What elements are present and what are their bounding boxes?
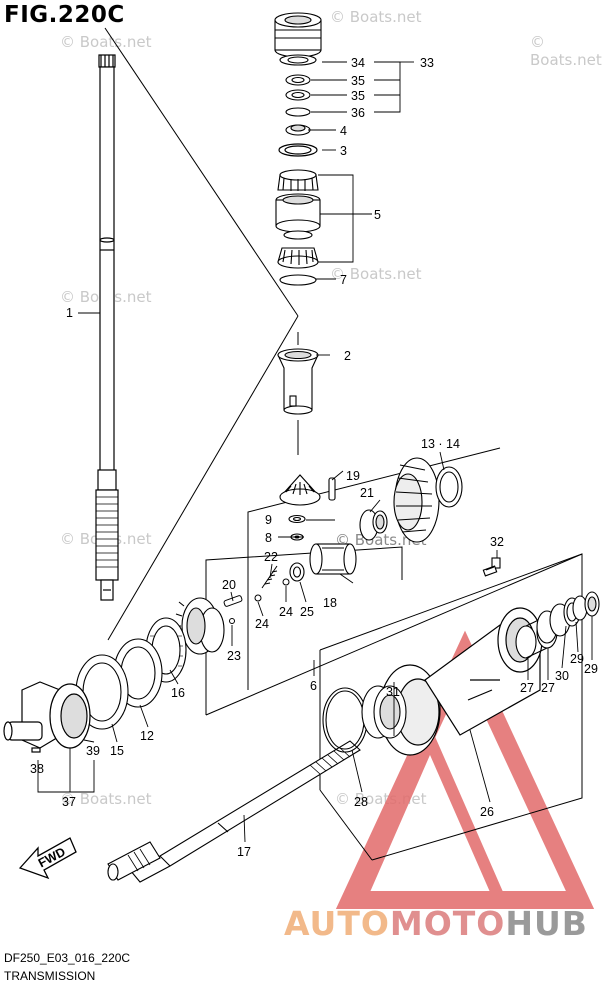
callout-33: 33 xyxy=(420,56,434,70)
retainer-25 xyxy=(289,562,305,582)
callout-30: 30 xyxy=(555,669,569,683)
callout-22: 22 xyxy=(264,550,278,564)
ball-24 xyxy=(254,578,290,602)
callout-18: 18 xyxy=(323,596,337,610)
logo-wordmark: AUTOMOTOHUB xyxy=(284,904,588,943)
callout-28: 28 xyxy=(354,795,368,809)
bearing-housing-33 xyxy=(274,12,322,58)
logo-part-auto: AUTO xyxy=(284,904,390,943)
figure-caption: TRANSMISSION xyxy=(4,969,96,983)
callout-13-14: 13 · 14 xyxy=(421,437,460,451)
reverse-gear xyxy=(175,597,225,655)
callout-7: 7 xyxy=(340,273,347,287)
washer-9 xyxy=(288,514,306,524)
callout-1: 1 xyxy=(66,306,73,320)
watermark: © Boats.net xyxy=(530,33,602,69)
figure-title: FIG.220C xyxy=(4,2,125,28)
callout-26: 26 xyxy=(480,805,494,819)
fwd-label: FWD xyxy=(36,845,68,871)
spring-22 xyxy=(261,565,278,589)
logo-part-hub: HUB xyxy=(505,904,588,943)
callout-27b: 27 xyxy=(541,681,555,695)
bearing-housing-37 xyxy=(3,681,91,753)
callout-31: 31 xyxy=(386,685,400,699)
taper-bearing-5 xyxy=(275,169,321,269)
callout-9: 9 xyxy=(265,513,272,527)
watermark: © Boats.net xyxy=(330,265,422,283)
watermark: © Boats.net xyxy=(335,531,427,549)
callout-12: 12 xyxy=(140,729,154,743)
seal-29 xyxy=(572,591,600,621)
callout-5: 5 xyxy=(374,208,381,222)
pinion-gear xyxy=(279,474,321,506)
fwd-arrow-icon: FWD xyxy=(18,837,77,880)
watermark: © Boats.net xyxy=(60,790,152,808)
sleeve-2 xyxy=(277,348,319,415)
callout-19: 19 xyxy=(346,469,360,483)
bearing-4 xyxy=(285,124,311,136)
callout-4: 4 xyxy=(340,124,347,138)
callout-38: 38 xyxy=(30,762,44,776)
callout-23: 23 xyxy=(227,649,241,663)
o-ring-28 xyxy=(322,687,368,753)
washer-35 xyxy=(285,74,311,101)
callout-24a: 24 xyxy=(255,617,269,631)
callout-35a: 35 xyxy=(351,74,365,88)
callout-37: 37 xyxy=(62,795,76,809)
callout-34: 34 xyxy=(351,56,365,70)
callout-21: 21 xyxy=(360,486,374,500)
shift-cam-18 xyxy=(309,543,357,575)
snap-ring-7 xyxy=(279,274,317,286)
callout-25: 25 xyxy=(300,605,314,619)
logo-part-moto: MOTO xyxy=(389,904,506,943)
callout-15: 15 xyxy=(110,744,124,758)
callouts: 1 2 3 4 5 6 7 8 9 12 13 · 14 15 16 17 18… xyxy=(30,56,598,859)
callout-17: 17 xyxy=(237,845,251,859)
callout-32: 32 xyxy=(490,535,504,549)
callout-16: 16 xyxy=(171,686,185,700)
bearing-31 xyxy=(361,685,407,739)
callout-20: 20 xyxy=(222,578,236,592)
callout-8: 8 xyxy=(265,531,272,545)
callout-2: 2 xyxy=(344,349,351,363)
callout-27a: 27 xyxy=(520,681,534,695)
callout-35b: 35 xyxy=(351,89,365,103)
bevel-gear-forward xyxy=(393,457,463,543)
drive-shaft xyxy=(95,54,119,601)
callout-29b: 29 xyxy=(584,662,598,676)
pin-19 xyxy=(328,477,336,501)
seal-34 xyxy=(279,54,317,66)
watermark: © Boats.net xyxy=(330,8,422,26)
callout-29a: 29 xyxy=(570,652,584,666)
callout-6: 6 xyxy=(310,679,317,693)
callout-39: 39 xyxy=(86,744,100,758)
watermark: © Boats.net xyxy=(60,33,152,51)
logo-triangle-icon xyxy=(335,630,595,909)
callout-36: 36 xyxy=(351,106,365,120)
leader-lines xyxy=(37,61,593,843)
bolt-32 xyxy=(482,557,501,577)
propeller-shaft xyxy=(107,740,361,883)
callout-24b: 24 xyxy=(279,605,293,619)
needle-bearing-27 xyxy=(515,603,571,659)
figure-code: DF250_E03_016_220C xyxy=(4,951,131,965)
callout-3: 3 xyxy=(340,144,347,158)
ring-21 xyxy=(359,509,388,541)
clip-36 xyxy=(285,107,311,117)
race-3 xyxy=(278,143,318,157)
ball-23 xyxy=(229,618,235,624)
